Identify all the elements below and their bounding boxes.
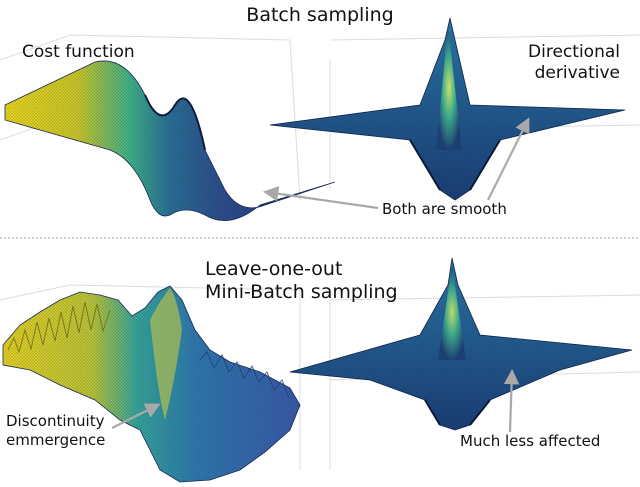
- bottom-title-line-2: Mini-Batch sampling: [205, 281, 398, 303]
- both-smooth-annotation: Both are smooth: [382, 200, 507, 218]
- discontinuity-line-1: Discontinuity: [6, 412, 105, 430]
- directional-derivative-line-1: Directional: [528, 42, 620, 62]
- arrow-to-less-affected: [503, 368, 520, 433]
- arrow-to-discontinuity: [111, 403, 161, 429]
- derivative-surface-smooth: [269, 17, 626, 201]
- directional-derivative-line-2: derivative: [534, 63, 620, 83]
- annotation-arrows: [111, 117, 530, 433]
- directional-derivative-label: Directional derivative: [470, 42, 620, 84]
- cost-function-surface-noisy: [2, 285, 301, 483]
- cost-function-surface-smooth: [4, 60, 336, 221]
- discontinuity-line-2: emmergence: [6, 431, 106, 449]
- arrow-to-cost-function: [262, 186, 379, 210]
- arrow-to-derivative: [487, 117, 530, 201]
- top-panel-title: Batch sampling: [246, 4, 394, 26]
- bottom-title-line-1: Leave-one-out: [205, 258, 343, 280]
- discontinuity-annotation: Discontinuity emmergence: [6, 412, 105, 450]
- bottom-panel-title: Leave-one-out Mini-Batch sampling: [205, 258, 398, 304]
- cost-function-label: Cost function: [22, 42, 135, 62]
- less-affected-annotation: Much less affected: [460, 432, 601, 450]
- derivative-surface-less-affected: [289, 257, 633, 431]
